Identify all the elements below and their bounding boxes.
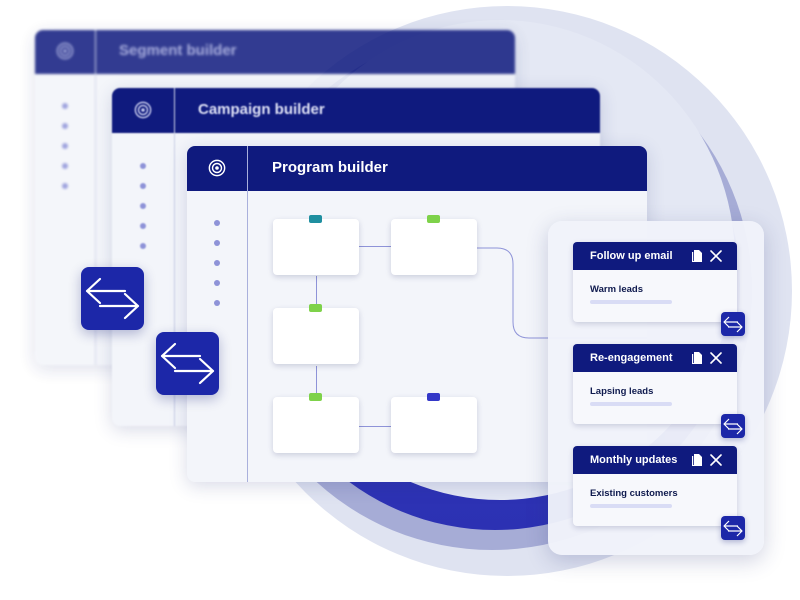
- segment-builder-divider: [95, 30, 96, 365]
- flow-connector: [316, 366, 317, 398]
- arrows-left-right-icon: [85, 277, 140, 320]
- node-tag: [309, 393, 322, 401]
- flow-node[interactable]: [391, 393, 477, 453]
- sidebar-dot: [140, 183, 146, 189]
- flow-connector: [359, 426, 391, 427]
- campaign-builder-titlebar: [112, 88, 600, 133]
- transfer-button[interactable]: [81, 267, 144, 330]
- flow-node[interactable]: [391, 215, 477, 275]
- card-title: Re-engagement: [590, 352, 673, 364]
- node-tag: [309, 304, 322, 312]
- flow-connector-curve: [477, 247, 647, 339]
- card-header: [573, 242, 737, 270]
- sidebar-dot: [214, 300, 220, 306]
- flow-node[interactable]: [273, 215, 359, 275]
- flow-node[interactable]: [273, 393, 359, 453]
- card-placeholder-bar: [590, 504, 672, 508]
- window-title: Program builder: [272, 159, 388, 176]
- segment-builder-titlebar: [35, 30, 515, 74]
- sidebar-dot: [214, 280, 220, 286]
- card-header: [573, 446, 737, 474]
- target-icon: [208, 159, 226, 177]
- sidebar-dot: [140, 223, 146, 229]
- transfer-button[interactable]: [156, 332, 219, 395]
- copy-icon[interactable]: [692, 250, 702, 262]
- close-icon[interactable]: [710, 454, 722, 466]
- sidebar-dot: [62, 183, 68, 189]
- card-subtitle: Lapsing leads: [590, 386, 654, 397]
- card-transfer-button[interactable]: [721, 516, 745, 540]
- card-subtitle: Existing customers: [590, 488, 678, 499]
- sidebar-dot: [140, 243, 146, 249]
- flow-node[interactable]: [273, 304, 359, 364]
- program-builder-divider: [247, 146, 248, 482]
- email-program-panel: Follow up email Warm leads Re-engagement…: [548, 221, 764, 555]
- flow-connector: [359, 246, 391, 247]
- program-card[interactable]: Monthly updates Existing customers: [573, 446, 745, 540]
- arrows-left-right-icon: [723, 316, 743, 333]
- campaign-builder-divider: [174, 88, 175, 426]
- arrows-left-right-icon: [723, 418, 743, 435]
- copy-icon[interactable]: [692, 352, 702, 364]
- sidebar-dot: [214, 260, 220, 266]
- program-card[interactable]: Re-engagement Lapsing leads: [573, 344, 745, 438]
- close-icon[interactable]: [710, 250, 722, 262]
- sidebar-dot: [62, 103, 68, 109]
- sidebar-dot: [214, 240, 220, 246]
- sidebar-dot: [62, 143, 68, 149]
- node-tag: [427, 215, 440, 223]
- sidebar-dot: [214, 220, 220, 226]
- node-tag: [427, 393, 440, 401]
- node-tag: [309, 215, 322, 223]
- arrows-left-right-icon: [160, 342, 215, 385]
- sidebar-dot: [62, 123, 68, 129]
- arrows-left-right-icon: [723, 520, 743, 537]
- sidebar-dot: [62, 163, 68, 169]
- sidebar-dot: [140, 163, 146, 169]
- card-transfer-button[interactable]: [721, 414, 745, 438]
- card-header: [573, 344, 737, 372]
- program-card[interactable]: Follow up email Warm leads: [573, 242, 745, 336]
- target-icon: [56, 42, 74, 60]
- window-title: Campaign builder: [198, 101, 325, 118]
- target-icon: [134, 101, 152, 119]
- copy-icon[interactable]: [692, 454, 702, 466]
- window-title: Segment builder: [119, 42, 237, 59]
- flow-connector: [316, 276, 317, 308]
- card-transfer-button[interactable]: [721, 312, 745, 336]
- close-icon[interactable]: [710, 352, 722, 364]
- sidebar-dot: [140, 203, 146, 209]
- card-title: Follow up email: [590, 250, 673, 262]
- card-placeholder-bar: [590, 402, 672, 406]
- card-title: Monthly updates: [590, 454, 678, 466]
- card-subtitle: Warm leads: [590, 284, 643, 295]
- card-placeholder-bar: [590, 300, 672, 304]
- program-builder-titlebar: [187, 146, 647, 191]
